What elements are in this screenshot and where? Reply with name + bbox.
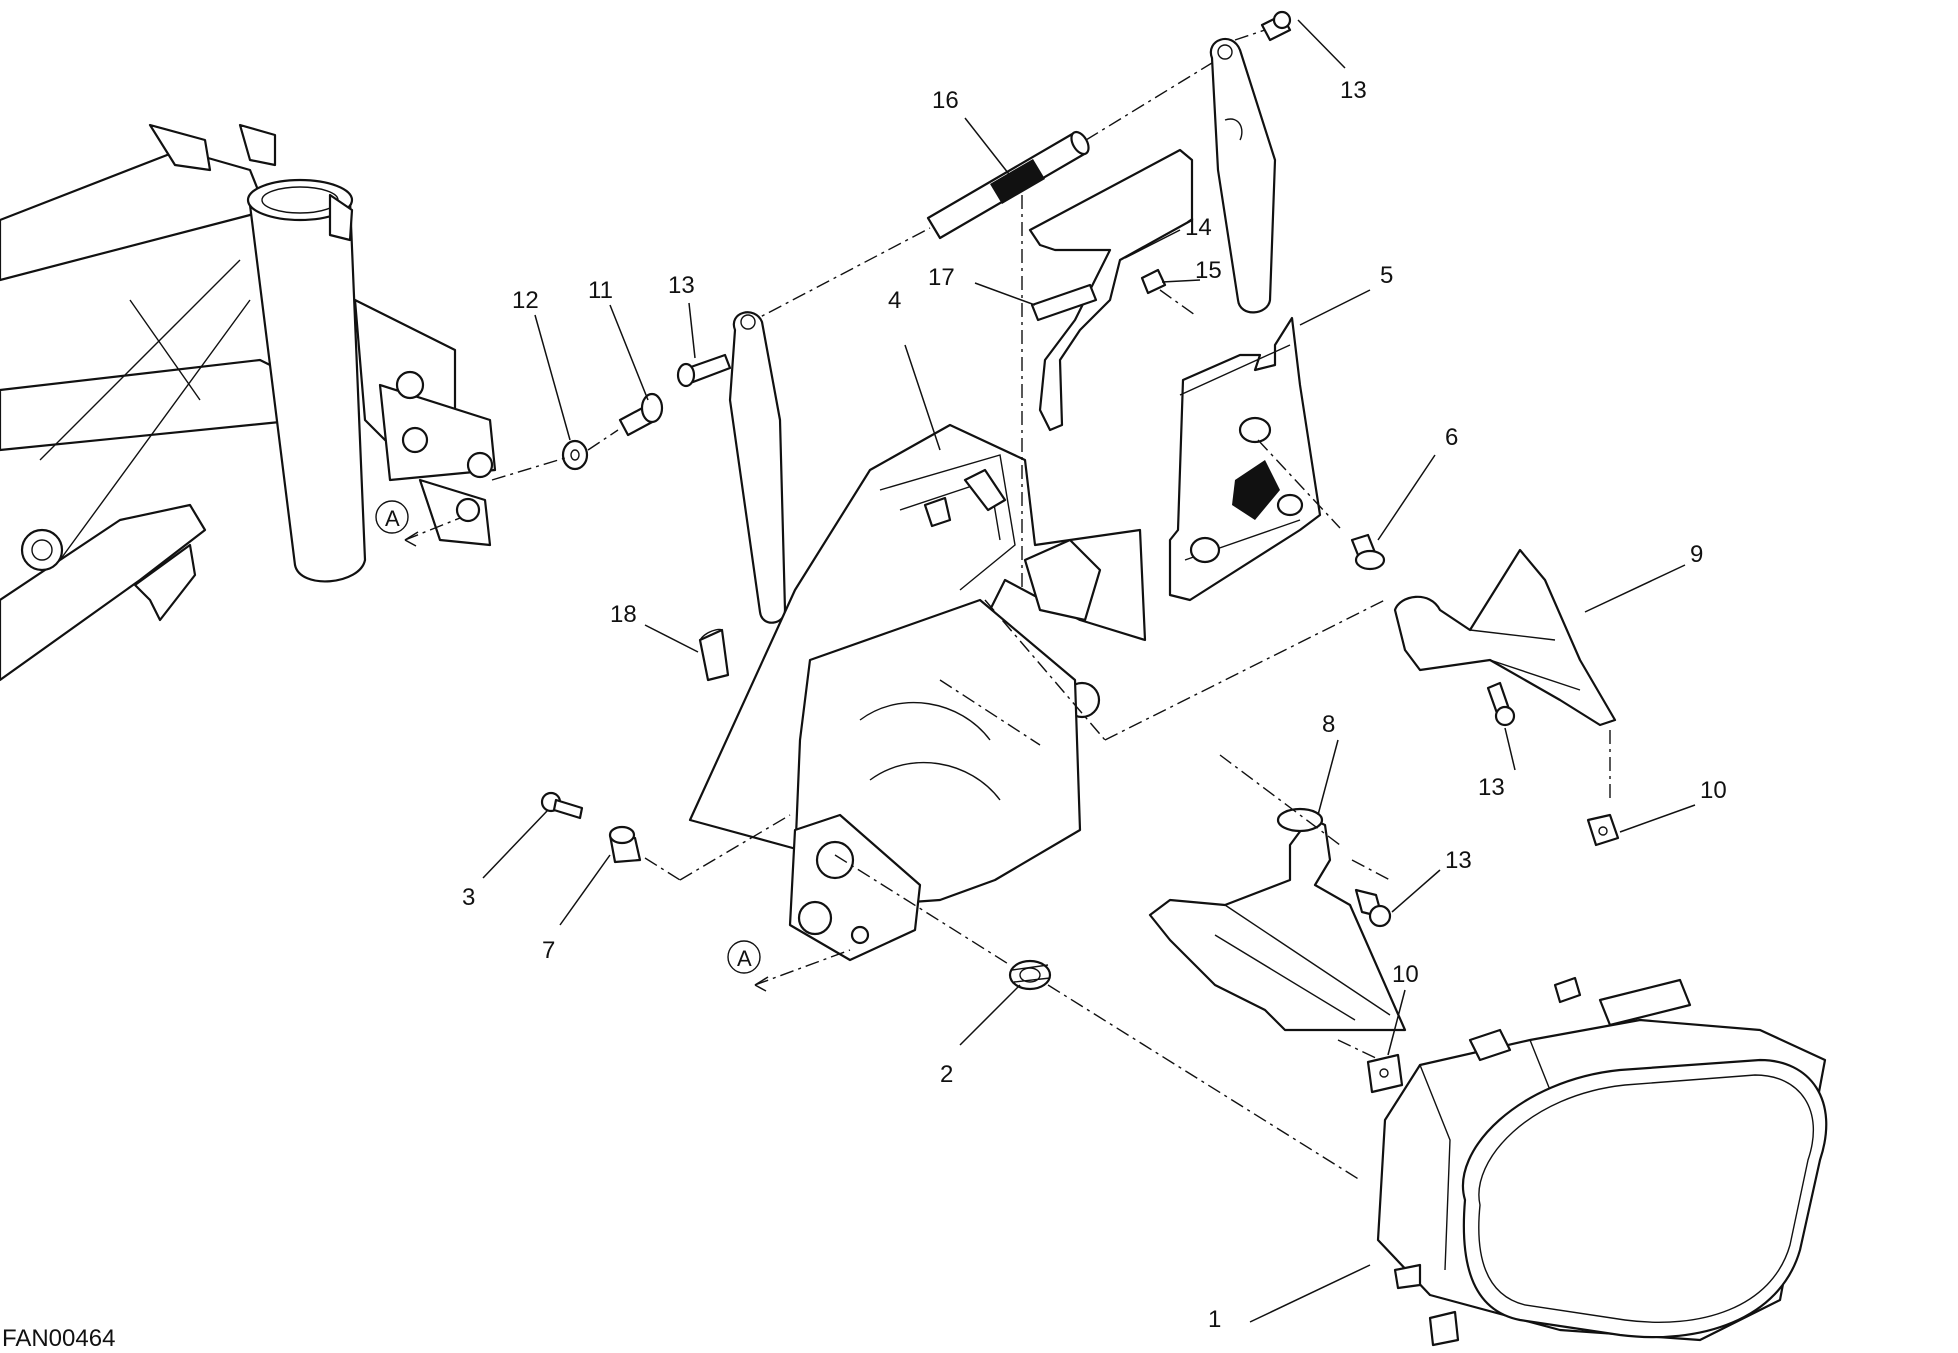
callout-17: 17 bbox=[928, 264, 955, 291]
part-2-grommet bbox=[1008, 959, 1052, 991]
reference-a-top: A bbox=[385, 506, 400, 531]
part-1-headlight bbox=[1376, 976, 1828, 1347]
callout-4: 4 bbox=[888, 287, 901, 314]
part-10-clip-lower bbox=[1366, 1053, 1404, 1094]
callout-13-lower: 13 bbox=[1445, 847, 1472, 874]
part-18-clip bbox=[698, 628, 730, 682]
callout-11: 11 bbox=[588, 277, 613, 304]
part-4-main-bracket bbox=[688, 423, 1147, 962]
part-13-bolt-lower bbox=[1354, 888, 1392, 928]
callout-5: 5 bbox=[1380, 262, 1393, 289]
callout-15: 15 bbox=[1195, 257, 1222, 284]
callout-6: 6 bbox=[1445, 424, 1458, 451]
part-13-bolt-left bbox=[676, 353, 732, 388]
callout-7: 7 bbox=[542, 937, 555, 964]
callout-1: 1 bbox=[1208, 1306, 1221, 1333]
callout-12: 12 bbox=[512, 287, 539, 314]
diagram-code: FAN00464 bbox=[2, 1325, 115, 1352]
part-12-washer bbox=[561, 439, 589, 471]
right-support-arm bbox=[1209, 38, 1277, 314]
callout-8: 8 bbox=[1322, 711, 1335, 738]
part-17-pad bbox=[1030, 283, 1098, 322]
reference-a-bottom: A bbox=[737, 946, 752, 971]
callout-10-lower: 10 bbox=[1392, 961, 1419, 988]
callout-10-right: 10 bbox=[1700, 777, 1727, 804]
callout-16: 16 bbox=[932, 87, 959, 114]
callout-13-top: 13 bbox=[1340, 77, 1367, 104]
callout-18: 18 bbox=[610, 601, 637, 628]
part-7-spacer bbox=[608, 825, 642, 864]
part-6-screw bbox=[1350, 533, 1386, 571]
callout-13-left: 13 bbox=[668, 272, 695, 299]
part-13-bolt-right bbox=[1486, 681, 1516, 727]
part-5-cover-panel bbox=[1168, 316, 1322, 602]
part-13-bolt-top bbox=[1260, 10, 1292, 42]
callout-3: 3 bbox=[462, 884, 475, 911]
part-3-screw bbox=[540, 791, 584, 820]
callout-numbers: 1 2 3 4 5 6 7 8 9 10 10 11 12 13 13 13 1… bbox=[462, 77, 1727, 1333]
callout-2: 2 bbox=[940, 1061, 953, 1088]
part-15-nut bbox=[1140, 268, 1196, 316]
frame-assembly bbox=[0, 123, 497, 682]
part-11-bolt bbox=[618, 392, 664, 437]
callout-13-right: 13 bbox=[1478, 774, 1505, 801]
callout-9: 9 bbox=[1690, 541, 1703, 568]
part-9-deflector bbox=[1393, 548, 1617, 727]
part-10-clip-right bbox=[1586, 813, 1620, 847]
part-14-wire-bracket bbox=[1028, 148, 1194, 432]
left-support-arm bbox=[728, 311, 787, 624]
leader-lines bbox=[482, 19, 1696, 1323]
callout-14: 14 bbox=[1185, 214, 1212, 241]
part-8-lower-bracket bbox=[1148, 807, 1407, 1032]
